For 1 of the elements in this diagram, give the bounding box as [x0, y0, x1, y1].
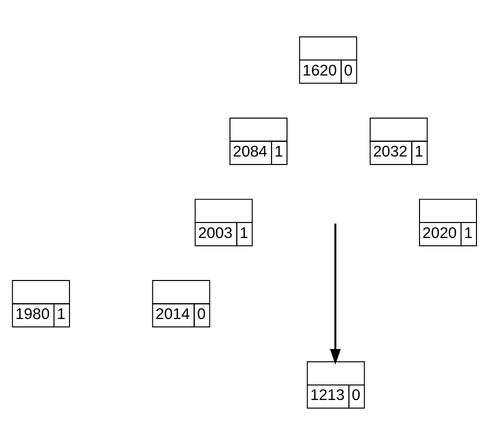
arrow — [330, 224, 341, 365]
